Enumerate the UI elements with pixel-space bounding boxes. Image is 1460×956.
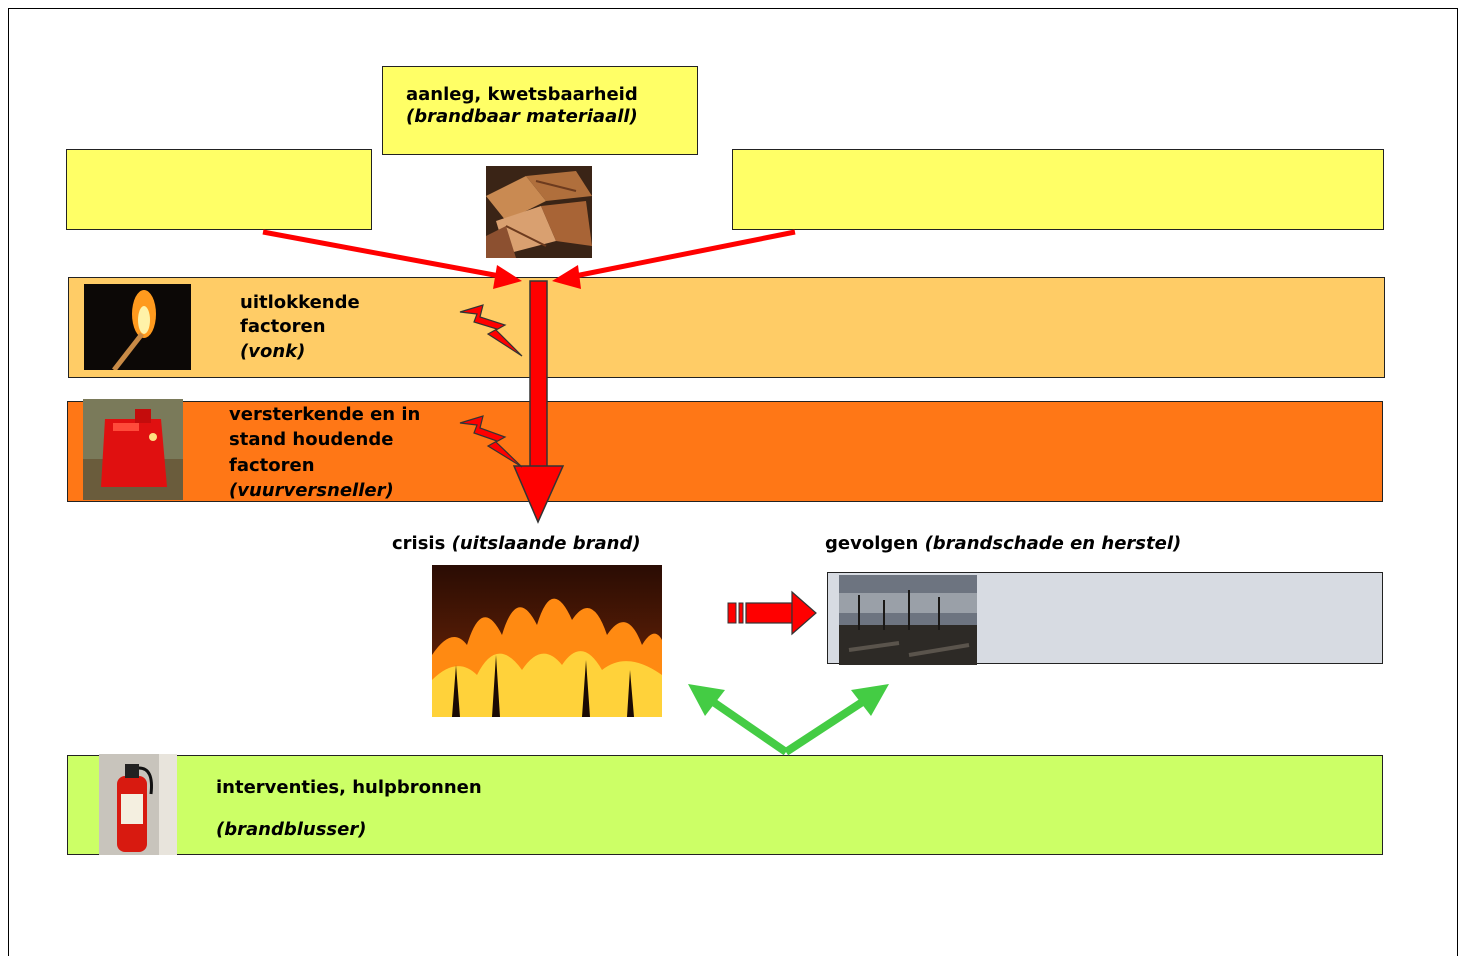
consequences-title: gevolgen — [825, 533, 919, 554]
left-converging-arrow — [262, 229, 522, 289]
amplifier-line2: stand houdende — [229, 429, 394, 450]
page-frame — [8, 8, 1458, 956]
interventions-title: interventies, hulpbronnen — [216, 777, 482, 798]
fire-extinguisher-icon — [99, 754, 177, 855]
crisis-subtitle: (uitslaande brand) — [451, 533, 641, 554]
right-yellow-box — [732, 149, 1384, 230]
vulnerability-box — [382, 66, 698, 155]
amplifier-line1: versterkende en in — [229, 404, 421, 425]
interventions-subtitle: (brandblusser) — [216, 819, 367, 840]
amplifier-subtitle: (vuurversneller) — [229, 480, 394, 501]
consequences-subtitle: (brandschade en herstel) — [924, 533, 1182, 554]
interventions-band — [67, 755, 1383, 855]
forest-fire-icon — [432, 565, 662, 717]
crisis-label: crisis (uitslaande brand) — [392, 533, 641, 555]
wood-pile-icon — [486, 166, 592, 258]
consequences-label: gevolgen (brandschade en herstel) — [825, 533, 1181, 555]
lightning-bolt-icon — [459, 415, 523, 468]
trigger-subtitle: (vonk) — [240, 341, 306, 362]
burnt-forest-icon — [839, 575, 977, 665]
jerrycan-icon — [83, 399, 183, 500]
trigger-line1: uitlokkende — [240, 292, 360, 313]
crisis-title: crisis — [392, 533, 446, 554]
intervention-green-arrows — [688, 684, 889, 756]
trigger-line2: factoren — [240, 316, 326, 337]
amplifier-line3: factoren — [229, 455, 315, 476]
amplifier-factors-band — [67, 401, 1383, 502]
trigger-factors-band — [68, 277, 1385, 378]
right-converging-arrow — [552, 229, 796, 289]
vulnerability-title: aanleg, kwetsbaarheid — [406, 84, 638, 105]
match-flame-icon — [84, 284, 191, 370]
left-yellow-box — [66, 149, 372, 230]
crisis-to-consequences-arrow — [727, 590, 817, 636]
lightning-bolt-icon — [459, 304, 523, 357]
main-down-arrow — [512, 280, 565, 524]
vulnerability-subtitle: (brandbaar materiaall) — [406, 106, 638, 127]
